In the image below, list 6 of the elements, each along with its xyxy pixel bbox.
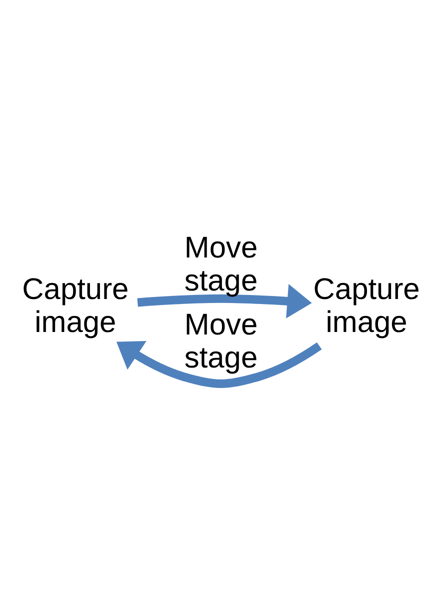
edge-label: Move stage [184,308,258,374]
arrow [116,340,322,388]
arrow [137,284,312,318]
node-text: Capture image [22,272,129,339]
node-text: Capture image [313,272,420,339]
edge-label: Move stage [184,230,258,297]
